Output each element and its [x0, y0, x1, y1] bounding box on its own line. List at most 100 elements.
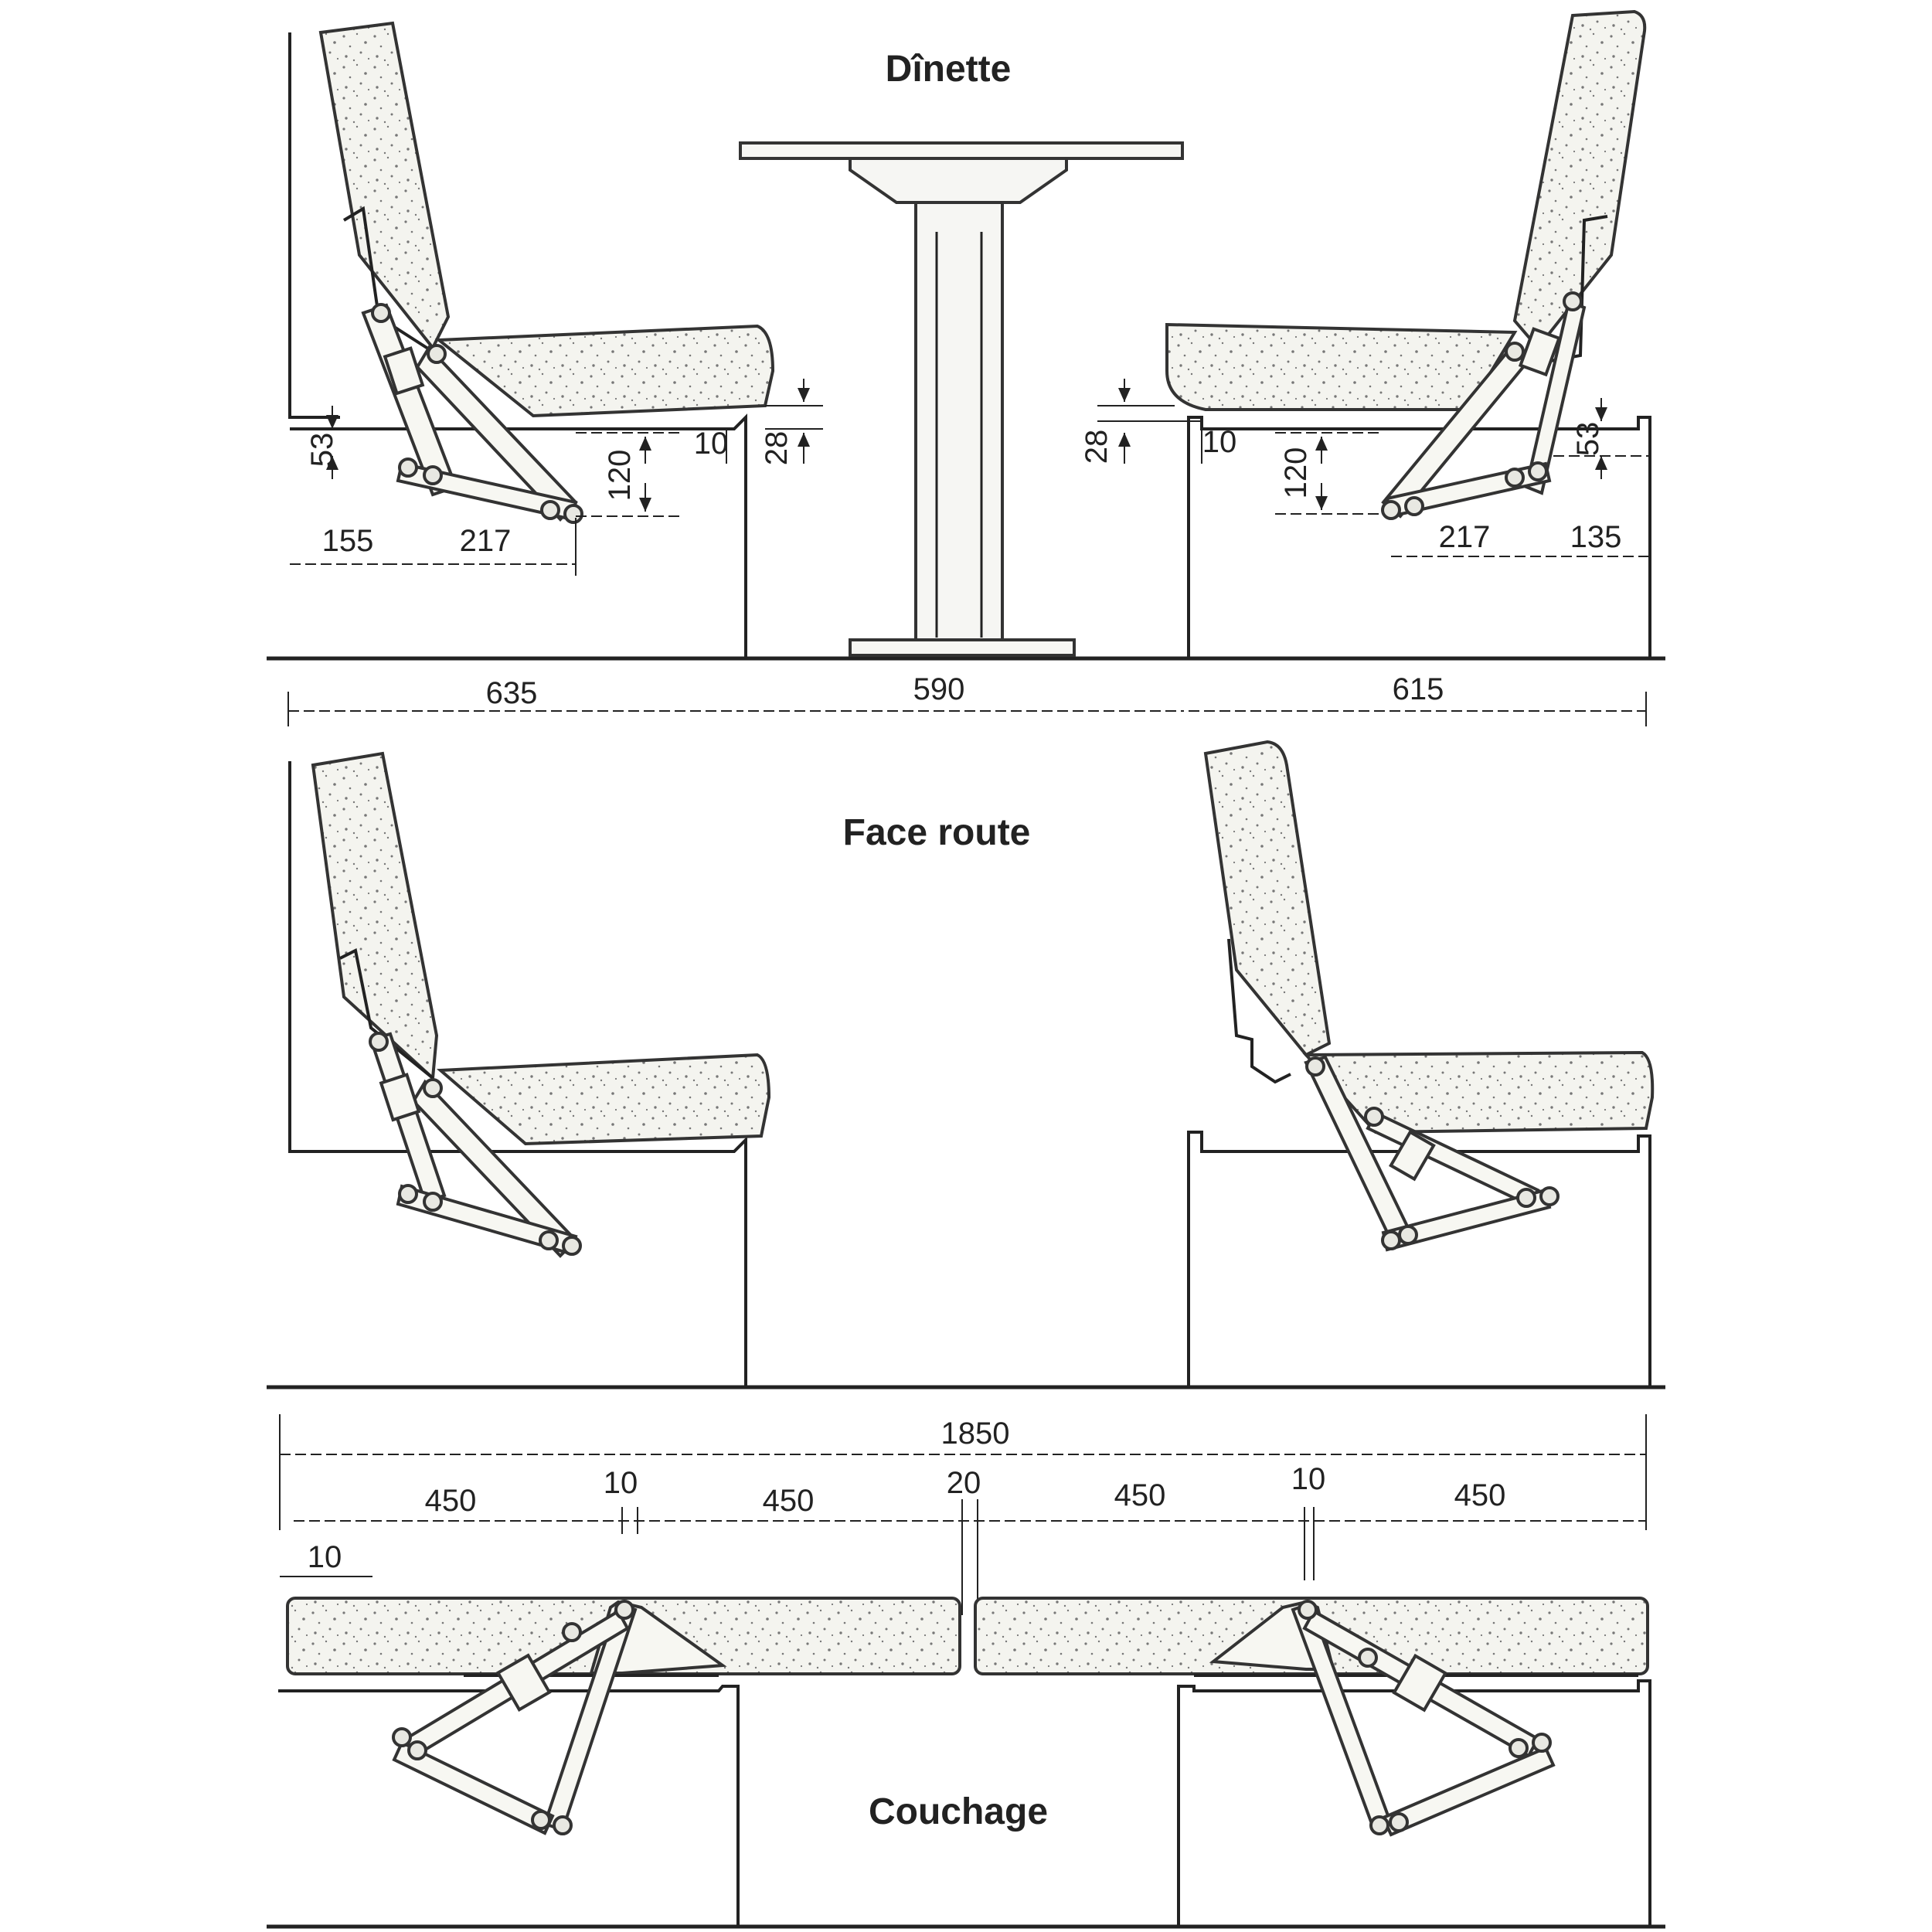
- pivot-icon: [614, 1600, 634, 1620]
- span-dimensions: 635 590 615: [287, 672, 1647, 726]
- couchage-title: Couchage: [869, 1791, 1048, 1832]
- dim-c-450: 450: [763, 1484, 815, 1518]
- left-diagonal-arm: [415, 345, 578, 522]
- dim-right-53: 53: [1571, 422, 1605, 457]
- right-seat-cushion: [1302, 1050, 1655, 1134]
- dim-span-615: 615: [1393, 672, 1444, 706]
- pivot-icon: [563, 504, 583, 524]
- right-hinge-block: [1518, 327, 1562, 377]
- dim-margin-10: 10: [308, 1540, 342, 1574]
- left-hinge-block: [379, 1073, 421, 1122]
- dinette-title: Dînette: [886, 49, 1012, 90]
- pivot-icon: [427, 344, 447, 364]
- pivot-icon: [1563, 291, 1583, 311]
- pivot-icon: [398, 1184, 418, 1204]
- pivot-icon: [553, 1815, 573, 1835]
- left-bench-box: [290, 413, 747, 658]
- pivot-icon: [1528, 461, 1548, 481]
- pivot-icon: [407, 1740, 427, 1760]
- right-seat: [1165, 9, 1647, 520]
- dim-a-450: 450: [425, 1484, 477, 1518]
- pivot-icon: [423, 1192, 443, 1212]
- table-bracket: [849, 157, 1068, 204]
- pivot-icon: [1516, 1188, 1536, 1208]
- pivot-icon: [1539, 1186, 1560, 1206]
- pivot-icon: [531, 1810, 551, 1830]
- pivot-icon: [392, 1727, 412, 1747]
- face-route-section: Face route: [267, 740, 1665, 1389]
- dim-left-53: 53: [305, 433, 339, 468]
- pivot-icon: [1358, 1648, 1378, 1668]
- table-leg: [914, 201, 1004, 643]
- dim-left-155: 155: [322, 524, 374, 558]
- dim-left-28: 28: [760, 431, 794, 466]
- dim-span-635: 635: [486, 676, 538, 710]
- right-hinge-block: [1389, 1130, 1436, 1182]
- pivot-icon: [1381, 500, 1401, 520]
- dim-f-10: 10: [1291, 1462, 1326, 1496]
- pivot-icon: [1389, 1812, 1409, 1832]
- left-wall: [288, 32, 340, 419]
- table-top: [739, 141, 1184, 160]
- dim-e-450: 450: [1114, 1478, 1166, 1512]
- pivot-icon: [539, 1230, 559, 1250]
- pivot-icon: [1398, 1225, 1418, 1245]
- pivot-icon: [1364, 1107, 1384, 1127]
- right-bench-box: [1187, 416, 1651, 658]
- table-base: [849, 638, 1076, 657]
- right-lower-arm: [1381, 1746, 1556, 1837]
- pivot-icon: [1298, 1600, 1318, 1620]
- left-back-frame: [339, 948, 434, 1080]
- dim-left-10: 10: [694, 427, 729, 461]
- right-seat-cushion: [1165, 322, 1518, 411]
- left-seat: [318, 21, 775, 524]
- couchage-dimensions: 1850 450 10 450 20 450 10 450 10: [279, 1414, 1647, 1615]
- left-dimensions: 53 120 10 28 155 217: [290, 379, 823, 576]
- left-backrest-cushion: [318, 21, 451, 351]
- right-back-frame: [1227, 938, 1291, 1084]
- dim-g-450: 450: [1454, 1478, 1506, 1512]
- dim-right-10: 10: [1202, 425, 1237, 459]
- dim-right-135: 135: [1570, 520, 1622, 554]
- pivot-icon: [1505, 468, 1525, 488]
- left-seat: [311, 751, 771, 1258]
- face-route-title: Face route: [843, 812, 1031, 853]
- left-seat-cushion: [436, 1053, 771, 1146]
- pivot-icon: [371, 303, 391, 323]
- dim-total-1850: 1850: [941, 1417, 1010, 1451]
- pivot-icon: [1369, 1815, 1389, 1835]
- left-bed: [286, 1597, 961, 1835]
- left-lower-arm: [392, 1740, 555, 1835]
- right-backrest-cushion: [1203, 740, 1332, 1057]
- left-hinge-block: [383, 346, 425, 396]
- right-bed: [974, 1597, 1649, 1837]
- dim-left-120: 120: [603, 450, 637, 502]
- pivot-icon: [1505, 342, 1525, 362]
- pivot-icon: [562, 1236, 582, 1256]
- dim-right-217: 217: [1439, 520, 1491, 554]
- pivot-icon: [398, 457, 418, 478]
- left-diagonal-arm: [411, 1079, 578, 1258]
- pivot-icon: [1509, 1738, 1529, 1758]
- pivot-icon: [1381, 1230, 1401, 1250]
- left-hinge-block: [495, 1653, 552, 1712]
- dinette-section: Dînette 53: [267, 9, 1665, 726]
- left-seat-cushion: [434, 324, 775, 418]
- dim-b-10: 10: [604, 1466, 638, 1500]
- pivot-icon: [1305, 1056, 1325, 1077]
- pivot-icon: [540, 500, 560, 520]
- left-back-frame: [342, 206, 434, 353]
- right-seat: [1203, 740, 1655, 1252]
- dim-span-590: 590: [913, 672, 965, 706]
- dinette-table: [739, 141, 1184, 657]
- pivot-icon: [562, 1622, 582, 1642]
- pivot-icon: [1532, 1733, 1552, 1753]
- dim-right-28: 28: [1080, 430, 1114, 464]
- dim-d-20: 20: [947, 1466, 981, 1500]
- right-dimensions: 28 10 120 53 217 135: [1080, 379, 1651, 572]
- pivot-icon: [423, 465, 443, 485]
- pivot-icon: [423, 1078, 443, 1098]
- couchage-section: 1850 450 10 450 20 450 10 450 10: [267, 1414, 1665, 1929]
- pivot-icon: [1404, 496, 1424, 516]
